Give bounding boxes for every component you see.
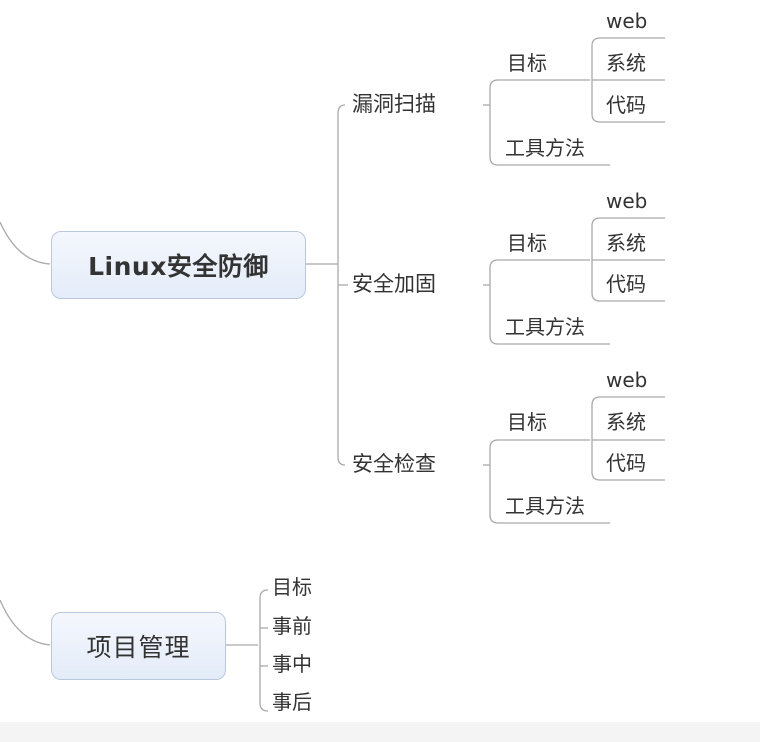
topic-linux-security[interactable]: Linux安全防御 xyxy=(51,231,306,299)
root-connector xyxy=(0,221,51,265)
leaf-code[interactable]: 代码 xyxy=(606,451,646,475)
branch-connector xyxy=(489,259,610,345)
node-tools-methods[interactable]: 工具方法 xyxy=(505,315,585,339)
leaf-during[interactable]: 事中 xyxy=(272,652,312,676)
bottom-edge xyxy=(0,722,760,742)
leaf-web[interactable]: web xyxy=(606,189,648,213)
leaf-after[interactable]: 事后 xyxy=(272,690,312,714)
leaf-system[interactable]: 系统 xyxy=(606,231,646,255)
branch-connector xyxy=(489,79,610,166)
topic-project-management[interactable]: 项目管理 xyxy=(51,612,226,680)
node-tools-methods[interactable]: 工具方法 xyxy=(505,494,585,518)
branch-connector xyxy=(489,439,610,524)
leaf-code[interactable]: 代码 xyxy=(606,93,646,117)
topic-label: 项目管理 xyxy=(86,633,191,662)
branch-connector xyxy=(591,37,665,123)
node-target[interactable]: 目标 xyxy=(507,51,547,75)
leaf-web[interactable]: web xyxy=(606,368,648,392)
topic-label: Linux安全防御 xyxy=(88,252,269,281)
branch-connector xyxy=(591,396,665,481)
leaf-before[interactable]: 事前 xyxy=(272,614,312,638)
leaf-web[interactable]: web xyxy=(606,9,648,33)
root-connector xyxy=(0,599,51,646)
leaf-system[interactable]: 系统 xyxy=(606,410,646,434)
subtopic-security-check[interactable]: 安全检查 xyxy=(352,452,436,476)
subtopic-vuln-scan[interactable]: 漏洞扫描 xyxy=(352,92,436,116)
leaf-code[interactable]: 代码 xyxy=(606,272,646,296)
leaf-system[interactable]: 系统 xyxy=(606,51,646,75)
subtopic-hardening[interactable]: 安全加固 xyxy=(352,272,436,296)
branch-connector xyxy=(591,217,665,302)
leaf-target[interactable]: 目标 xyxy=(272,575,312,599)
node-target[interactable]: 目标 xyxy=(507,410,547,434)
node-tools-methods[interactable]: 工具方法 xyxy=(505,136,585,160)
node-target[interactable]: 目标 xyxy=(507,231,547,255)
branch-connector xyxy=(259,589,269,712)
